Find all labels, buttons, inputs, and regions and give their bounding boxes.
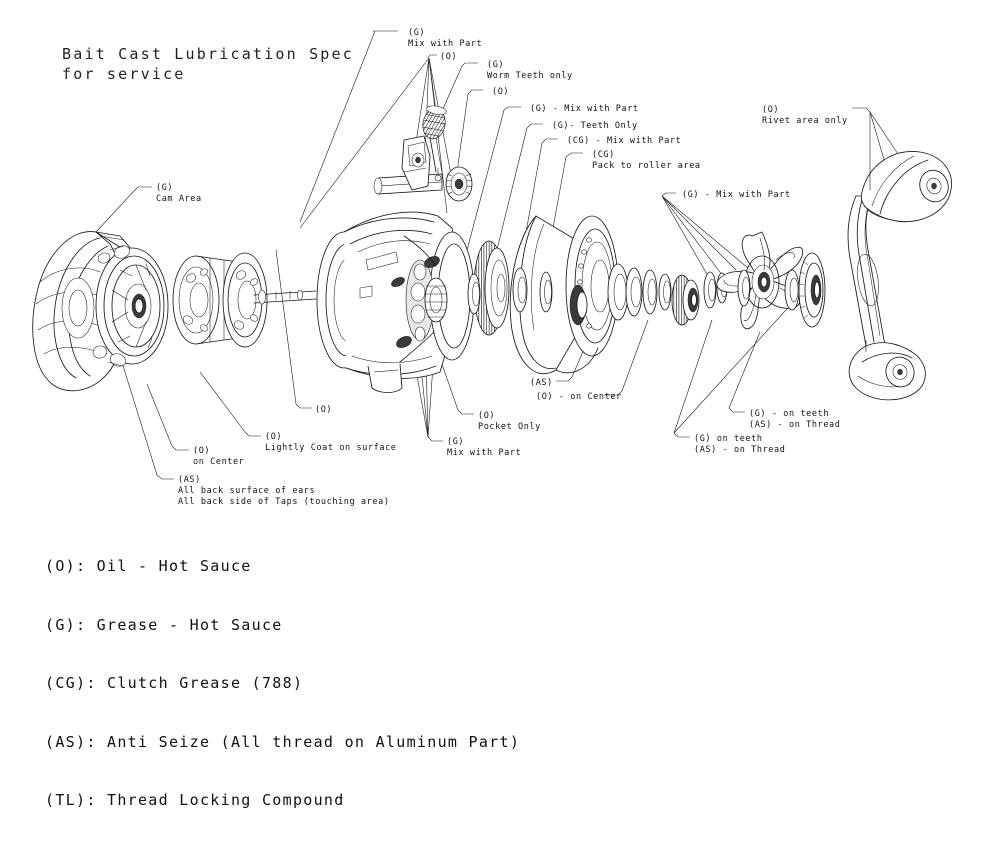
exploded-view-drawing: .ln{fill:none;stroke:#1a1a1a;stroke-widt… xyxy=(32,30,952,480)
annotation-o-lightly-coat: (O) Lightly Coat on surface xyxy=(265,432,397,453)
part-star-drag xyxy=(716,231,804,330)
legend: (O): Oil - Hot Sauce (G): Grease - Hot S… xyxy=(45,518,520,850)
annotation-o-level-wind: (O) xyxy=(492,87,510,97)
diagram-canvas: Bait Cast Lubrication Spec for service .… xyxy=(32,28,952,809)
page-title: Bait Cast Lubrication Spec for service xyxy=(62,45,354,83)
annotation-g-mix-with-part-star: (G) - Mix with Part xyxy=(682,190,791,200)
annotation-g-mix-with-part-worm: (G) Mix with Part xyxy=(408,28,483,49)
part-level-wind-worm xyxy=(373,105,473,202)
line-guide-carriage xyxy=(401,135,431,191)
part-click-plate xyxy=(798,252,826,328)
part-reel-frame xyxy=(316,211,475,393)
part-left-side-cover xyxy=(32,231,133,392)
internal-gear-train xyxy=(391,235,448,363)
part-handle-assembly xyxy=(847,112,952,401)
annotation-g-worm-teeth-only: (G) Worm Teeth only xyxy=(487,60,573,81)
part-bearings-small xyxy=(467,267,751,315)
legend-item-grease: (G): Grease - Hot Sauce xyxy=(45,615,283,634)
annotation-cg-mix-with-part: (CG) - Mix with Part xyxy=(567,136,682,146)
legend-item-clutch-grease: (CG): Clutch Grease (788) xyxy=(45,674,304,692)
annotation-g-on-teeth-as-thread-1: (G) - on teeth (AS) - on Thread xyxy=(749,409,841,430)
legend-item-thread-lock: (TL): Thread Locking Compound xyxy=(45,791,345,809)
legend-item-anti-seize: (AS): Anti Seize (All thread on Aluminum… xyxy=(45,732,521,751)
annotation-cg-pack-to-roller-area: (CG) Pack to roller area xyxy=(592,150,701,171)
annotation-o-pocket-only: (O) Pocket Only xyxy=(478,411,541,432)
part-main-drive-gear xyxy=(473,240,510,336)
annotation-o-spool: (O) xyxy=(315,405,333,415)
part-spool xyxy=(172,252,317,348)
annotation-g-teeth-only: (G)- Teeth Only xyxy=(552,121,638,131)
legend-item-oil: (O): Oil - Hot Sauce xyxy=(45,557,252,575)
annotation-o-worm-shaft: (O) xyxy=(440,52,458,62)
part-left-side-plate xyxy=(95,245,169,367)
annotation-o-rivet-area-only: (O) Rivet area only xyxy=(762,105,848,126)
annotation-o-on-center-right: (O) - on Center xyxy=(536,392,622,402)
annotation-g-on-teeth-as-thread-2: (G) on teeth (AS) - on Thread xyxy=(694,434,786,455)
annotation-g-mix-with-part-frame: (G) Mix with Part xyxy=(447,437,522,458)
annotation-g-cam-area: (G) Cam Area xyxy=(156,183,202,204)
handle-knob-lower xyxy=(848,342,926,401)
annotation-as-back-surface-ears: (AS) All back surface of ears All back s… xyxy=(178,475,390,507)
annotation-as-drag-side: (AS) xyxy=(530,378,553,388)
annotation-g-mix-with-part-gear: (G) - Mix with Part xyxy=(530,104,639,114)
annotation-o-on-center-left: (O) on Center xyxy=(193,446,245,467)
handle-knob-upper xyxy=(860,151,952,223)
